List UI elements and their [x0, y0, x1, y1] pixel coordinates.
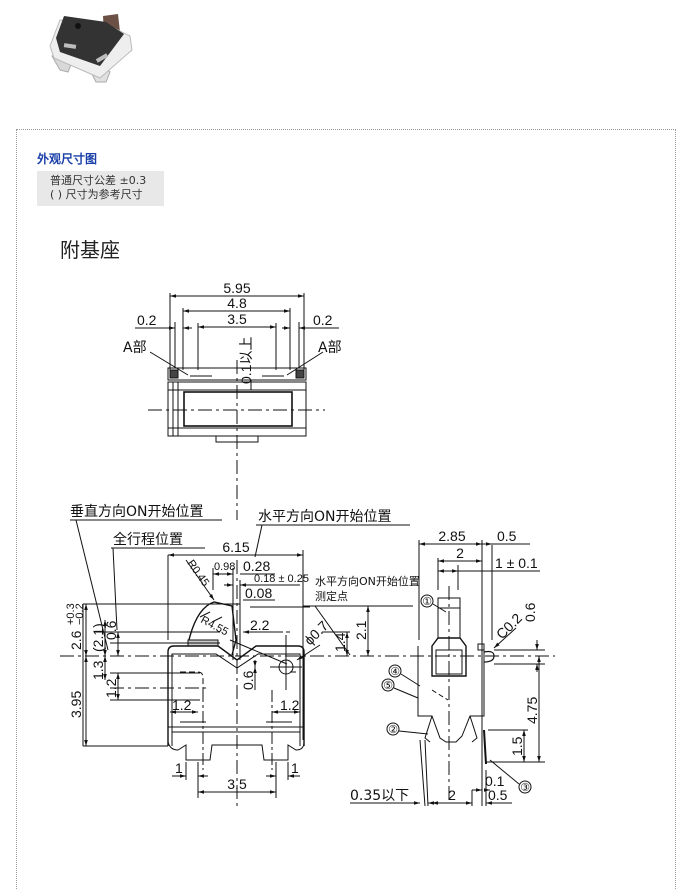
dim-13: 1.3: [90, 660, 106, 680]
marker-4: ④: [390, 665, 400, 678]
dim-ref-21: (2.1): [90, 623, 106, 652]
callout-vertical-on-position: 垂直方向ON开始位置: [70, 503, 204, 520]
callout-measure-point-2: 测定点: [315, 589, 348, 603]
label-part-a-right: A部: [318, 340, 342, 356]
dim-21: 2.1: [353, 620, 369, 640]
label-part-a-left: A部: [123, 340, 147, 356]
side-dim-2-top: 2: [456, 545, 464, 561]
dim-pitch: 3.5: [227, 311, 247, 327]
marker-5: ⑤: [383, 679, 393, 692]
dim-right-gap: 0.2: [313, 312, 333, 328]
marker-2: ②: [388, 723, 398, 736]
marker-1: ①: [422, 595, 432, 608]
dim-008: 0.08: [245, 585, 272, 601]
dim-06-center: 0.6: [240, 670, 256, 690]
reference-note: ( ) 尺寸为参考尺寸: [50, 188, 143, 201]
dim-r045: R0.45: [185, 558, 212, 589]
dimension-panel: [16, 129, 676, 889]
side-dim-2-bottom: 2: [448, 787, 456, 803]
dim-098: 0.98: [214, 561, 235, 573]
dim-22: 2.2: [250, 617, 270, 633]
callout-full-travel-position: 全行程位置: [113, 531, 183, 548]
dim-12-right: 1.2: [280, 697, 300, 713]
dim-overall-width: 5.95: [223, 280, 250, 296]
section-title: 外观尺寸图: [37, 152, 98, 166]
side-dim-05-top: 0.5: [497, 528, 517, 544]
front-view: [60, 519, 555, 810]
tolerance-note: 普通尺寸公差 ±0.3: [50, 174, 147, 187]
dim-14: 1.4: [332, 632, 348, 652]
side-dim-06: 0.6: [522, 602, 538, 622]
dim-1-left: 1: [175, 760, 183, 776]
side-dim-035: 0.35以下: [350, 788, 409, 804]
side-dim-1-tol: 1 ± 0.1: [495, 555, 538, 571]
side-dim-c02: C0.2: [493, 610, 525, 642]
callout-measure-point-1: 水平方向ON开始位置: [315, 574, 420, 588]
dim-inner-width: 4.8: [227, 295, 247, 311]
callout-horizontal-on-position: 水平方向ON开始位置: [258, 509, 392, 525]
dim-clearance: 0.1以上: [238, 337, 254, 384]
dim-395: 3.95: [68, 691, 84, 718]
product-photo: [49, 14, 133, 83]
side-view: [350, 540, 545, 807]
dim-1-right: 1: [291, 760, 299, 776]
dim-left-gap: 0.2: [137, 312, 157, 328]
dim-height-top: 2.6: [68, 630, 84, 650]
side-dim-15: 1.5: [509, 736, 525, 756]
side-dim-05-bottom: 0.5: [488, 787, 508, 803]
marker-3: ③: [520, 781, 530, 794]
dim-35: 3.5: [227, 776, 247, 792]
dim-length: 6.15: [222, 539, 249, 555]
side-dim-01: 0.1: [485, 773, 505, 789]
dim-018: 0.18 ± 0.25: [254, 573, 309, 585]
tolerance-note-box: 普通尺寸公差 ±0.3 ( ) 尺寸为参考尺寸: [37, 171, 164, 206]
dim-028: 0.28: [243, 558, 270, 574]
dim-tol-minus: −0.2: [74, 603, 86, 625]
top-view: [135, 293, 339, 520]
side-dim-475: 4.75: [524, 697, 540, 724]
dim-12: 1.2: [103, 678, 119, 698]
dim-r455: R4.55: [199, 614, 231, 638]
dim-06-top: 0.6: [103, 620, 119, 640]
dim-12-left: 1.2: [172, 697, 192, 713]
base-subheading: 附基座: [60, 238, 120, 262]
dim-tol-plus: +0.3: [65, 603, 77, 625]
side-dim-285: 2.85: [438, 528, 465, 544]
